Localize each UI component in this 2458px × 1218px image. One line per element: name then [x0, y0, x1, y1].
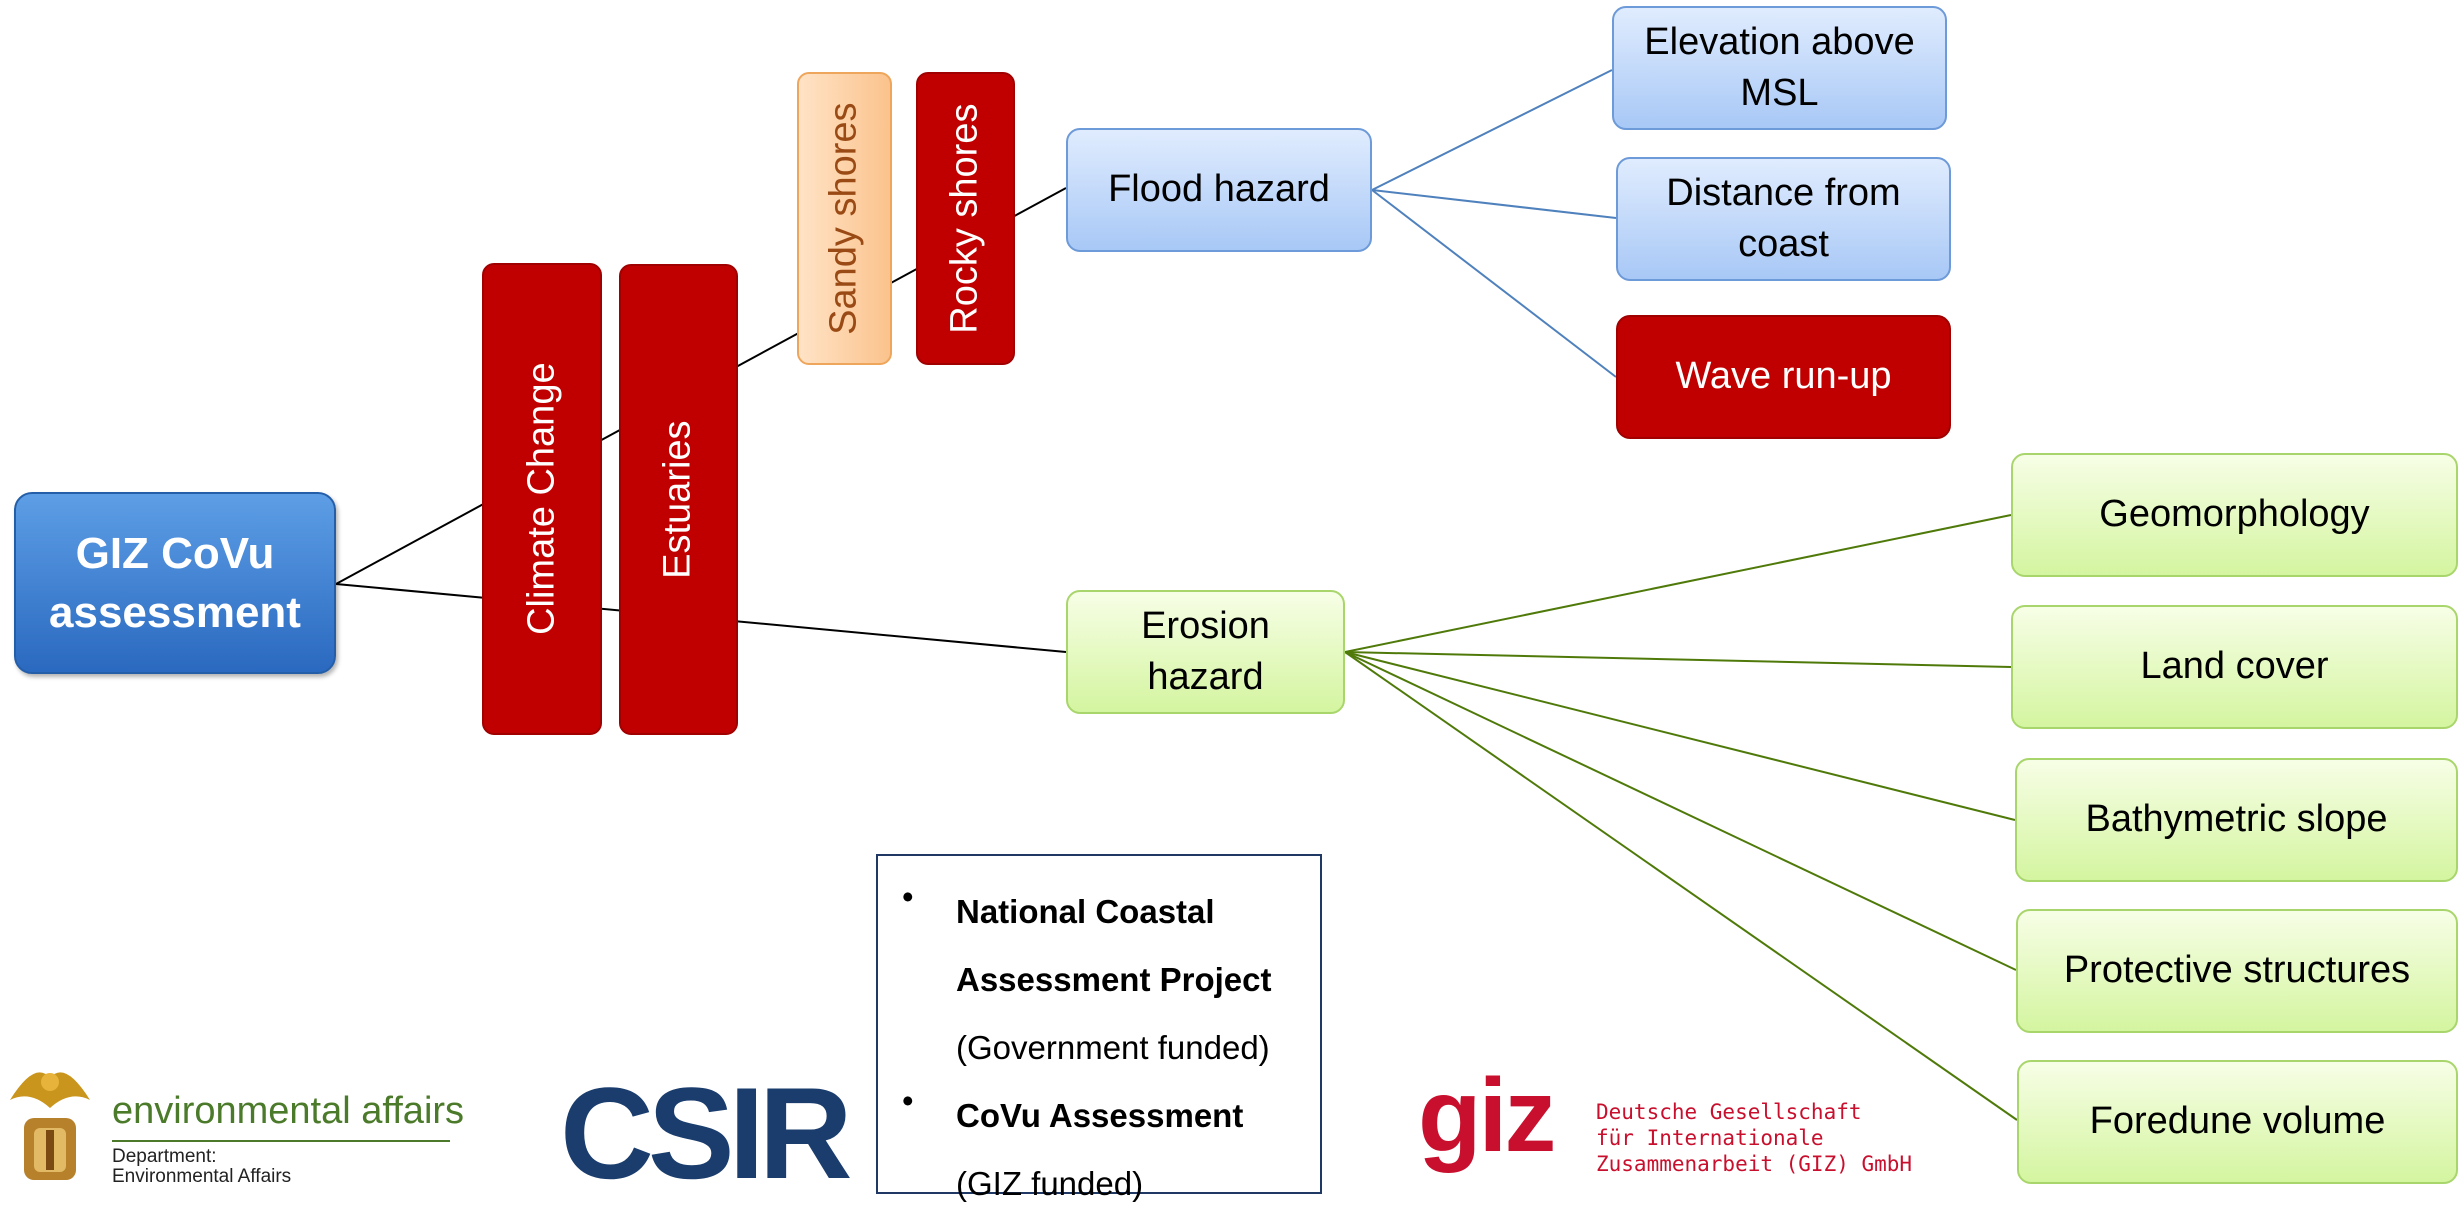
- connector-erosion-landcover: [1344, 651, 2012, 668]
- bullet-marker: •: [902, 878, 914, 915]
- estuaries-label: Estuaries: [656, 420, 699, 579]
- connector-flood-elevation: [1371, 69, 1613, 191]
- erosion-hazard-node: Erosion hazard: [1066, 590, 1345, 714]
- distance-node: Distance from coast: [1616, 157, 1951, 281]
- giz-logo: giz Deutsche Gesellschaft für Internatio…: [1418, 1064, 1938, 1183]
- info-item-covu-line2: (GIZ funded): [956, 1165, 1144, 1202]
- elevation-node: Elevation above MSL: [1612, 6, 1947, 130]
- elevation-line1: Elevation above: [1644, 20, 1915, 63]
- wave-runup-label: Wave run-up: [1675, 355, 1892, 398]
- dea-name: environmental affairs: [112, 1090, 465, 1132]
- rocky-shores-node: Rocky shores: [916, 72, 1015, 365]
- info-item-covu: • CoVu Assessment (GIZ funded): [896, 1082, 1300, 1218]
- project-info-box: • National Coastal Assessment Project (G…: [876, 854, 1322, 1202]
- foredune-volume-label: Foredune volume: [2089, 1100, 2386, 1143]
- erosion-line1: Erosion: [1141, 604, 1270, 647]
- root-line2: assessment: [49, 588, 301, 637]
- giz-line1: Deutsche Gesellschaft: [1596, 1100, 1862, 1124]
- connector-erosion-bathymetric: [1344, 651, 2016, 821]
- sandy-shores-node: Sandy shores: [797, 72, 892, 365]
- connector-flood-wave: [1371, 189, 1617, 378]
- protective-structures-label: Protective structures: [2063, 949, 2411, 992]
- root-node: GIZ CoVu assessment: [14, 492, 336, 674]
- giz-line3: Zusammenarbeit (GIZ) GmbH: [1596, 1152, 1913, 1176]
- land-cover-node: Land cover: [2011, 605, 2458, 729]
- bathymetric-slope-label: Bathymetric slope: [2085, 798, 2388, 841]
- geomorphology-node: Geomorphology: [2011, 453, 2458, 577]
- csir-wordmark: CSIR: [560, 1060, 853, 1206]
- dea-line2: Environmental Affairs: [112, 1166, 292, 1187]
- elevation-line2: MSL: [1740, 72, 1819, 114]
- giz-line2: für Internationale: [1596, 1126, 1824, 1150]
- csir-logo: CSIR: [560, 1062, 853, 1198]
- bathymetric-slope-node: Bathymetric slope: [2015, 758, 2458, 882]
- geomorphology-label: Geomorphology: [2099, 493, 2370, 536]
- erosion-line2: hazard: [1147, 656, 1264, 698]
- flood-hazard-label: Flood hazard: [1108, 168, 1330, 211]
- land-cover-label: Land cover: [2140, 645, 2329, 688]
- foredune-volume-node: Foredune volume: [2017, 1060, 2458, 1184]
- dea-logo: environmental affairs Department: Enviro…: [0, 1060, 464, 1187]
- connector-erosion-protective: [1344, 651, 2017, 971]
- climate-change-label: Climate Change: [520, 362, 563, 636]
- connector-erosion-foredune: [1344, 651, 2018, 1121]
- dea-underline: [112, 1140, 450, 1142]
- estuaries-node: Estuaries: [619, 264, 738, 735]
- connector-erosion-geomorphology: [1344, 514, 2012, 653]
- info-item-national-line2: Assessment Project: [956, 961, 1272, 998]
- giz-mark: giz: [1418, 1058, 1556, 1174]
- dea-line1: Department:: [112, 1146, 217, 1167]
- info-item-national: • National Coastal Assessment Project (G…: [896, 878, 1300, 1082]
- bullet-marker: •: [902, 1082, 914, 1119]
- climate-change-node: Climate Change: [482, 263, 602, 735]
- connector-flood-distance: [1371, 189, 1617, 219]
- sandy-shores-label: Sandy shores: [822, 102, 865, 335]
- root-line1: GIZ CoVu: [75, 528, 275, 578]
- coat-of-arms-icon: [10, 1072, 90, 1180]
- info-item-covu-line1: CoVu Assessment: [956, 1097, 1244, 1134]
- distance-line2: coast: [1738, 223, 1829, 265]
- info-item-national-line3: (Government funded): [956, 1029, 1270, 1066]
- wave-runup-node: Wave run-up: [1616, 315, 1951, 439]
- info-item-national-line1: National Coastal: [956, 893, 1215, 930]
- rocky-shores-label: Rocky shores: [943, 103, 986, 334]
- distance-line1: Distance from: [1666, 171, 1901, 214]
- flood-hazard-node: Flood hazard: [1066, 128, 1372, 252]
- protective-structures-node: Protective structures: [2016, 909, 2458, 1033]
